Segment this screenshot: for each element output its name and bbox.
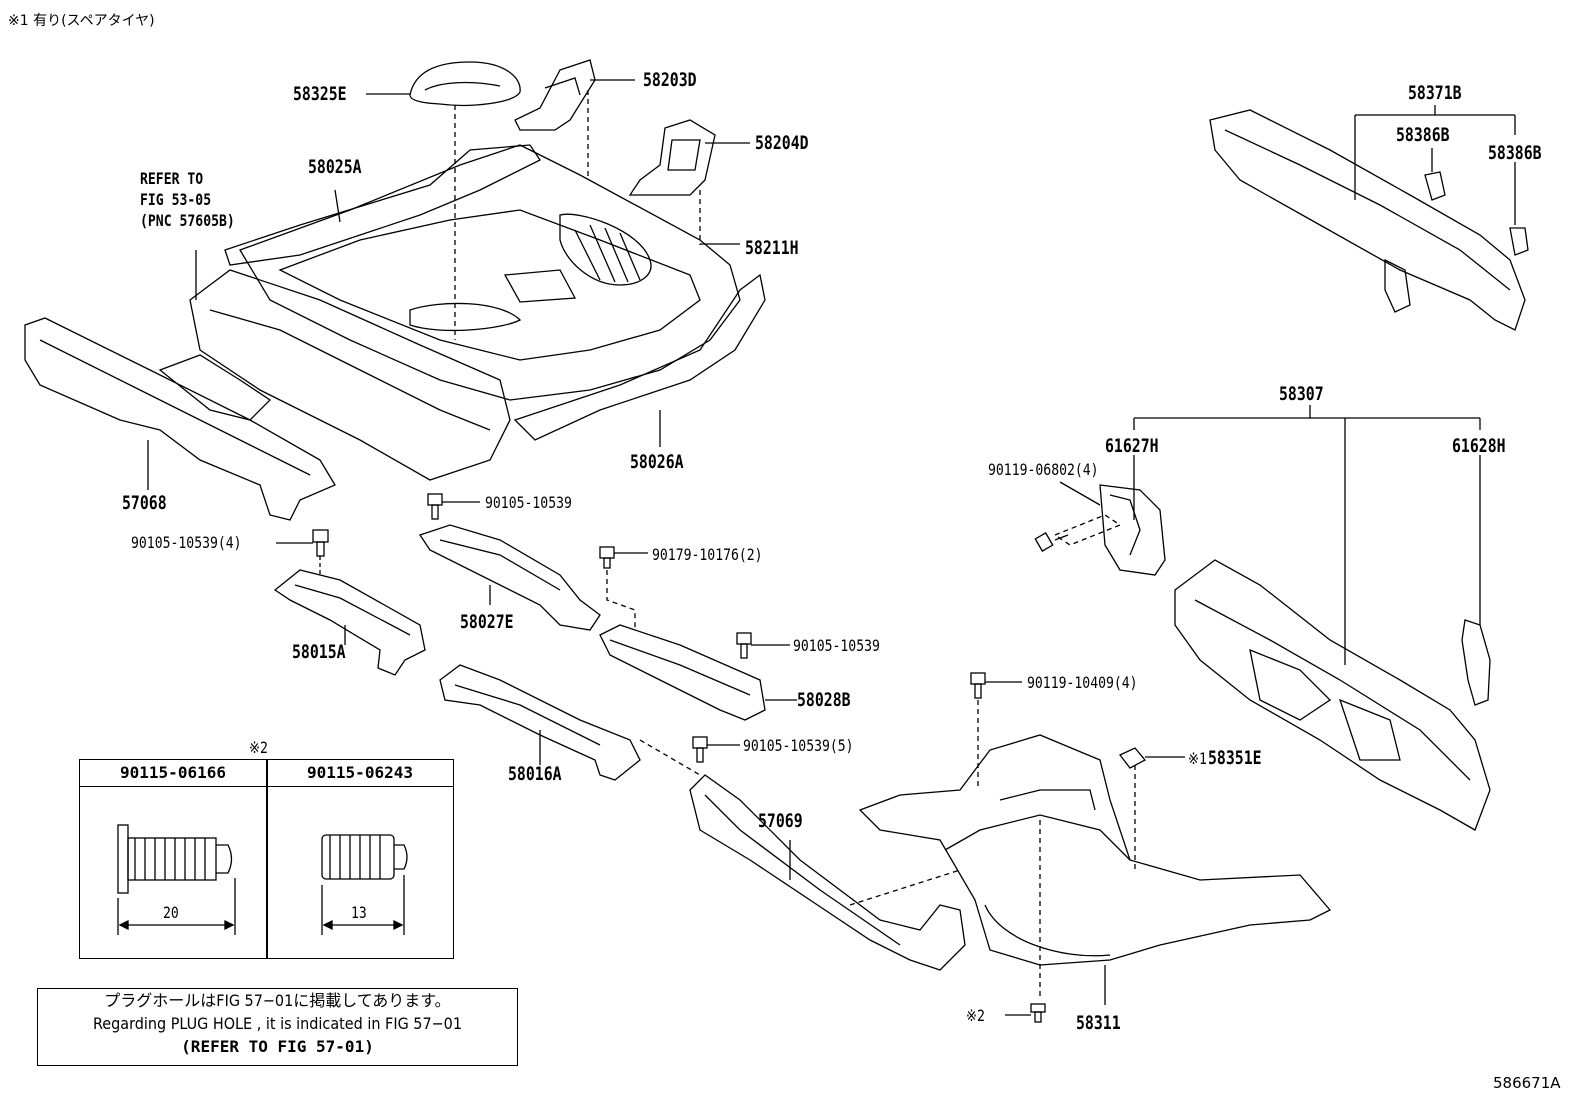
label-58016A: 58016A	[508, 763, 562, 785]
bolt-90119-10409-4: 90119-10409(4)	[1027, 673, 1138, 692]
label-58015A: 58015A	[292, 641, 346, 663]
part-rear-crossmember-drawing	[189, 250, 511, 481]
label-58028B: 58028B	[797, 689, 851, 711]
label-58027E: 58027E	[460, 611, 514, 633]
part-58204D-drawing	[628, 119, 750, 245]
label-58307: 58307	[1279, 383, 1324, 405]
label-61628H: 61628H	[1452, 435, 1506, 457]
bolt-90179-10176-2: 90179-10176(2)	[652, 545, 763, 564]
plug-drawings	[117, 824, 408, 935]
label-57069: 57069	[758, 810, 803, 832]
part-58015A-drawing	[273, 529, 426, 676]
part-58027E-drawing	[418, 493, 601, 631]
part-58025A-drawing	[224, 144, 541, 266]
part-58028B-drawing	[599, 546, 797, 721]
mark-ref1: ※1	[1188, 749, 1207, 768]
part-61628H-drawing	[1461, 619, 1491, 706]
bolt-90105-10539-b: 90105-10539	[793, 636, 880, 655]
bolt-90105-10539-a: 90105-10539	[485, 493, 572, 512]
part-58026A-drawing	[513, 273, 766, 447]
label-58026A: 58026A	[630, 451, 684, 473]
plug-hole-note: プラグホールはFIG 57−01に掲載してあります。 Regarding PLU…	[37, 988, 518, 1066]
figure-id: 586671A	[1493, 1074, 1561, 1092]
label-58386B-left: 58386B	[1396, 124, 1450, 146]
part-58211H-drawing	[239, 144, 741, 401]
plug-table-divider	[266, 760, 268, 958]
plug-table-col2: 90115-06243	[267, 760, 453, 787]
mark-ref2: ※2	[966, 1006, 985, 1025]
label-58325E: 58325E	[293, 83, 347, 105]
availability-note: ※1 有り(スペアタイヤ)	[8, 13, 155, 29]
label-61627H: 61627H	[1105, 435, 1159, 457]
part-61627H-drawing	[1034, 481, 1166, 576]
label-58311: 58311	[1076, 1012, 1121, 1034]
part-58203D-drawing	[514, 59, 635, 180]
label-57068: 57068	[122, 492, 167, 514]
part-58371B-drawing	[1209, 105, 1529, 331]
part-58325E-drawing	[366, 61, 521, 340]
label-58204D: 58204D	[755, 132, 809, 154]
bolt-90119-06802-4: 90119-06802(4)	[988, 460, 1099, 479]
label-58351E: 58351E	[1208, 747, 1262, 769]
note-line-jp: プラグホールはFIG 57−01に掲載してあります。	[104, 991, 451, 1010]
plug-dim-13: 13	[351, 903, 367, 922]
part-58311-drawing	[858, 672, 1332, 1023]
plug-dim-20: 20	[163, 903, 179, 922]
label-58386B-right: 58386B	[1488, 142, 1542, 164]
part-58016A-drawing	[439, 664, 740, 781]
plug-table-col1: 90115-06166	[80, 760, 266, 787]
refer-line2: FIG 53-05	[140, 190, 212, 209]
label-58203D: 58203D	[643, 69, 697, 91]
part-57069-drawing	[689, 774, 966, 971]
refer-line3: (PNC 57605B)	[140, 211, 235, 230]
bolt-90105-10539-4: 90105-10539(4)	[131, 533, 242, 552]
note-line-refer: (REFER TO FIG 57-01)	[181, 1037, 374, 1056]
plug-table: 90115-06166 90115-06243	[79, 759, 454, 959]
note-line-en: Regarding PLUG HOLE , it is indicated in…	[93, 1014, 462, 1033]
refer-line1: REFER TO	[140, 169, 204, 188]
mark-ref2-table: ※2	[249, 738, 268, 757]
bolt-90105-10539-5: 90105-10539(5)	[743, 736, 854, 755]
label-58025A: 58025A	[308, 156, 362, 178]
part-57068-drawing	[24, 317, 336, 521]
label-58371B: 58371B	[1408, 82, 1462, 104]
part-58351E-drawing	[1118, 747, 1185, 769]
part-58307-drawing	[1133, 405, 1491, 831]
label-58211H: 58211H	[745, 237, 799, 259]
